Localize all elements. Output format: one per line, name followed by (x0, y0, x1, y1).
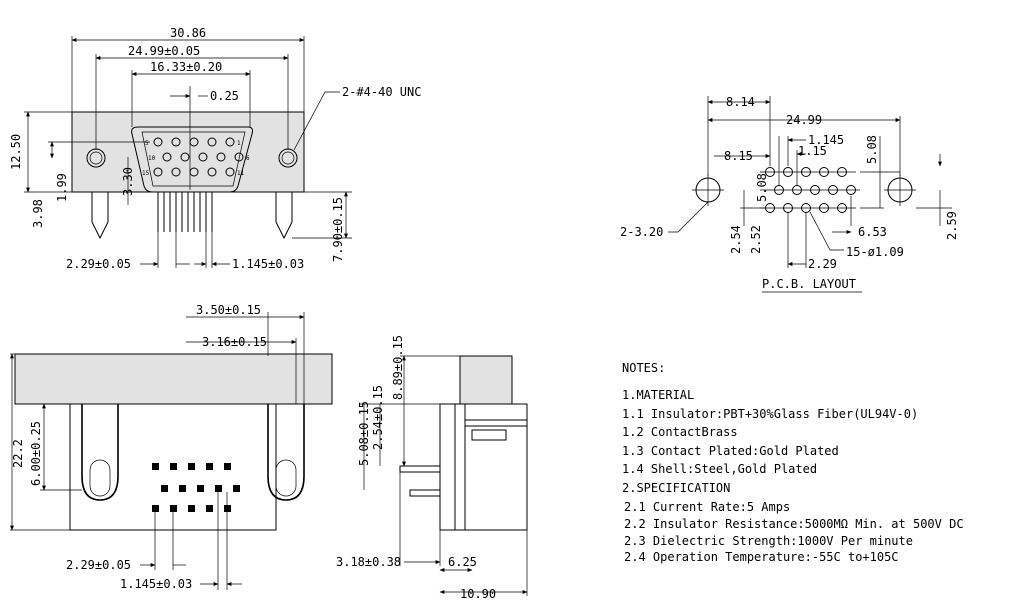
side-inner-lines (465, 419, 527, 427)
pcb-dim-815: 8.15 (724, 149, 753, 163)
bottom-view: 3.50±0.15 3.16±0.15 22.2 6.00±0.25 2.29±… (10, 303, 333, 591)
side-lead-1 (399, 465, 441, 473)
notes-spec-1: 2.1 Current Rate:5 Amps (624, 500, 790, 514)
side-body (439, 403, 528, 531)
pcb-dim-229: 2.29 (808, 257, 837, 271)
bottom-lock-left-inner (89, 459, 111, 497)
dim-bottom-height: 22.2 (11, 439, 25, 468)
dim-bottom-pitch: 1.145±0.03 (120, 577, 192, 591)
front-view: 5 1 10 6 15 11 30.86 24.99±0.05 16.33±0.… (9, 26, 421, 271)
pin-number-10: 10 (148, 155, 156, 162)
front-pin-row-2 (162, 152, 244, 162)
notes-spec-3: 2.3 Dielectric Strength:1000V Per minute (624, 534, 913, 548)
dim-pin-pitch: 1.145±0.03 (232, 257, 304, 271)
pcb-dim-254: 2.54 (729, 225, 743, 254)
dim-offset: 0.25 (210, 89, 239, 103)
dim-flange-height: 12.50 (9, 134, 23, 170)
dim-side-a: 5.08±0.15 (357, 401, 371, 466)
dim-bottom-b: 3.16±0.15 (202, 335, 267, 349)
front-mount-hole-right-inner (281, 151, 295, 165)
notes-material-3: 1.3 Contact Plated:Gold Plated (622, 444, 839, 458)
dim-mount-spacing: 24.99±0.05 (128, 44, 200, 58)
front-pin-row-3 (153, 167, 235, 177)
side-flange (454, 403, 466, 531)
dim-row-spacing: 3.30 (121, 167, 135, 196)
front-mount-hole-left-inner (89, 151, 103, 165)
notes-block: NOTES: 1.MATERIAL 1.1 Insulator:PBT+30%G… (622, 361, 964, 564)
pin-number-15: 15 (142, 170, 150, 177)
pcb-dim-814: 8.14 (726, 95, 755, 109)
notes-spec-2: 2.2 Insulator Resistance:5000MΩ Min. at … (624, 517, 964, 531)
pcb-dim-holes: 15-ø1.09 (846, 245, 904, 259)
pcb-dim-653: 6.53 (858, 225, 887, 239)
pin-number-11: 11 (237, 170, 245, 177)
dim-side-tail: 3.18±0.38 (336, 555, 401, 569)
dim-left-b: 3.98 (31, 199, 45, 228)
notes-spec-4: 2.4 Operation Temperature:-55C to+105C (624, 550, 899, 564)
thread-callout: 2-#4-40 UNC (342, 85, 421, 99)
notes-material-1: 1.1 Insulator:PBT+30%Glass Fiber(UL94V-0… (622, 407, 918, 421)
notes-material-4: 1.4 Shell:Steel,Gold Plated (622, 462, 817, 476)
pcb-dim-252: 2.52 (749, 225, 763, 254)
dim-side-depth: 10.90 (460, 587, 496, 601)
notes-material-2: 1.2 ContactBrass (622, 425, 738, 439)
front-flange (71, 111, 305, 193)
pin-number-1: 1 (237, 140, 241, 147)
d-shell-inner (141, 131, 246, 187)
pin-number-5: 5 (145, 140, 149, 147)
pin-number-6: 6 (246, 155, 250, 162)
dim-side-tall: 8.89±0.15 (391, 335, 405, 400)
bottom-lock-right (267, 404, 305, 501)
dim-overall-width: 30.86 (170, 26, 206, 40)
bottom-lock-left (81, 404, 119, 501)
bottom-flange (14, 353, 333, 405)
front-board-locks (91, 192, 293, 240)
dim-side-b: 2.54±0.15 (371, 385, 385, 450)
pcb-dim-508-top: 5.08 (865, 135, 879, 164)
dim-left-a: 1.99 (55, 173, 69, 202)
pcb-dim-508-mid: 5.08 (755, 173, 769, 202)
side-lead-2 (409, 489, 441, 497)
notes-specification: 2.SPECIFICATION (622, 481, 730, 495)
pcb-layout-title: P.C.B. LAYOUT (762, 277, 856, 291)
dim-row-pitch: 2.29±0.05 (66, 257, 131, 271)
dim-lead-length: 7.90±0.15 (331, 197, 345, 262)
side-pin-slot (471, 429, 507, 441)
bottom-pin-grid (152, 463, 240, 512)
pcb-dim-1145: 1.145 (808, 133, 844, 147)
pcb-dim-259: 2.59 (945, 211, 959, 240)
pcb-dim-mount-holes: 2-3.20 (620, 225, 663, 239)
bottom-lock-right-inner (275, 459, 297, 497)
dim-bottom-inner: 6.00±0.25 (29, 421, 43, 486)
d-shell (131, 126, 253, 193)
notes-heading: NOTES: (622, 361, 665, 375)
pcb-hole-pattern (760, 167, 860, 213)
notes-material: 1.MATERIAL (622, 388, 694, 402)
pcb-dim-115: 1.15 (798, 144, 827, 158)
pcb-layout-view: 8.14 24.99 1.145 1.15 8.15 5.08 5.08 2.5… (620, 95, 959, 293)
side-view: 8.89±0.15 5.08±0.15 2.54±0.15 3.18±0.38 … (336, 335, 528, 601)
pcb-dim-2499: 24.99 (786, 113, 822, 127)
dim-side-base: 6.25 (448, 555, 477, 569)
front-pin-leads (157, 192, 213, 232)
dim-bottom-row-pitch: 2.29±0.05 (66, 558, 131, 572)
dim-bottom-a: 3.50±0.15 (196, 303, 261, 317)
side-shell (459, 355, 513, 405)
dim-shell-width: 16.33±0.20 (150, 60, 222, 74)
